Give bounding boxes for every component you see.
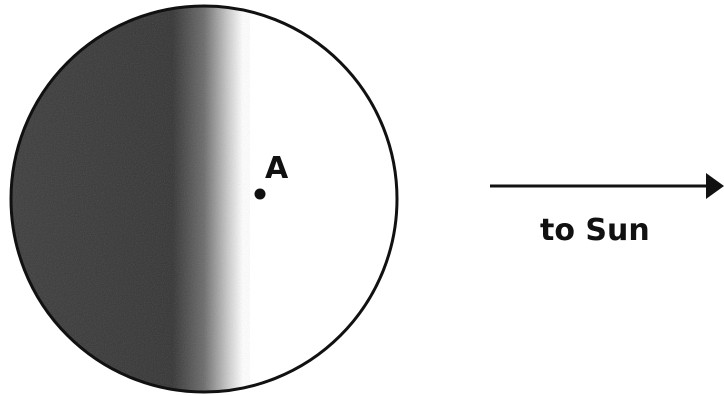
earth-outline	[9, 4, 399, 394]
earth-globe	[9, 4, 399, 394]
point-a-label: A	[265, 151, 289, 186]
night-side-texture	[11, 6, 250, 392]
sun-direction-arrowhead	[706, 173, 724, 199]
arrow-right-icon	[490, 173, 724, 199]
point-a-dot	[254, 188, 266, 200]
sun-direction-label: to Sun	[540, 213, 650, 248]
